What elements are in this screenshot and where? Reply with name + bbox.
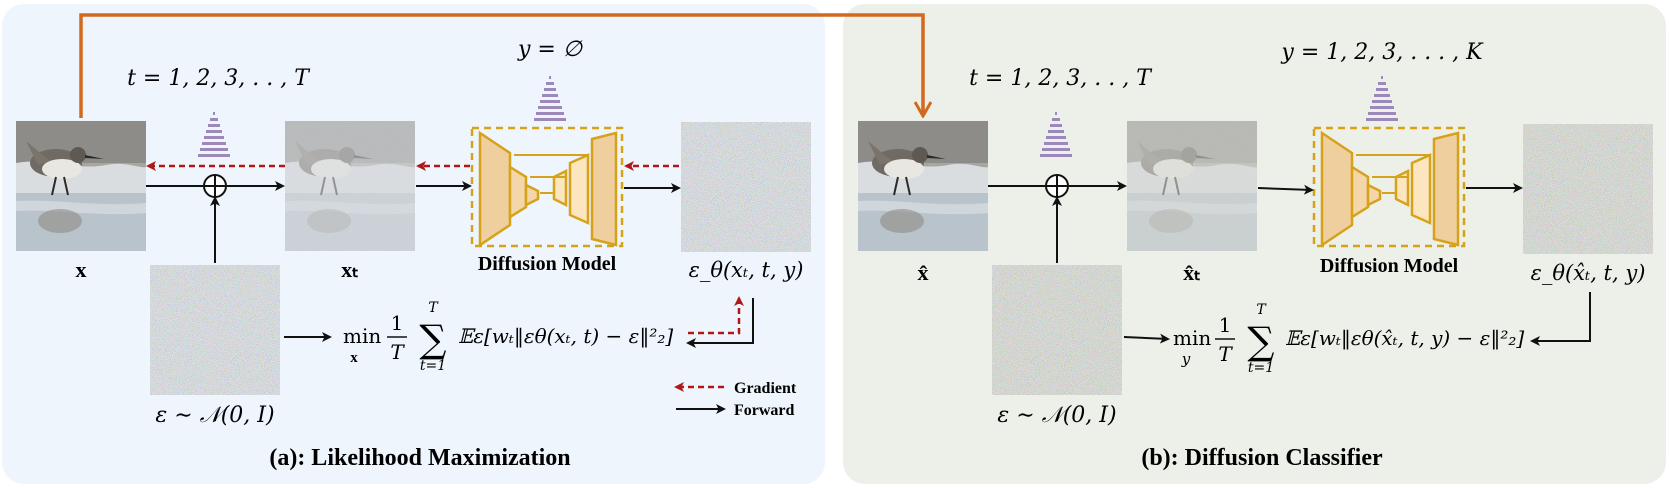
panel-b-objective-frac-num: 1 <box>1219 313 1232 337</box>
panel-b-noise-image <box>992 265 1122 395</box>
panel-b-noisy-image <box>1126 120 1258 252</box>
panel-a-objective-frac-num: 1 <box>391 311 404 335</box>
panel-b-objective-sum-top: T <box>1256 302 1267 318</box>
panel-a-noise-image <box>150 265 280 395</box>
panel-a-objective-sum-bottom: t=1 <box>420 358 446 374</box>
panel-b-predicted-noise-image <box>1523 124 1653 254</box>
panel-b-predicted-noise-label: ε_θ(x̂ₜ, t, y) <box>1531 261 1646 285</box>
panel-b-objective: min y 1 T T ∑ t=1 𝔼ε[wₜ‖εθ(x̂ₜ, t, y) − … <box>1173 302 1524 376</box>
panel-b-forward-arrow <box>1257 184 1314 195</box>
panel-b-input-image <box>857 120 989 252</box>
panel-b-objective-min-sub: y <box>1181 350 1191 368</box>
panel-b-title: (b): Diffusion Classifier <box>1141 445 1383 471</box>
panel-a-input-image <box>15 120 147 252</box>
panel-b-add-operator <box>1045 174 1069 198</box>
panel-a-condition-stack-icon <box>534 76 566 121</box>
panel-a-objective-body: 𝔼ε[wₜ‖εθ(xₜ, t) − ε‖²₂] <box>458 324 673 349</box>
panel-a-title: (a): Likelihood Maximization <box>269 445 570 471</box>
panel-b-model-label: Diffusion Model <box>1320 255 1459 277</box>
panel-a-gradient-to-output-arrow <box>688 296 744 335</box>
top-connector-arrow <box>79 13 923 118</box>
panel-a-timestep-stack-icon <box>198 112 230 157</box>
panel-a-objective-frac-den: T <box>390 340 405 364</box>
panel-a-objective-sum: ∑ <box>419 317 446 361</box>
panel-b-timestep-label: t = 1, 2, 3, . . , T <box>969 66 1153 91</box>
panel-b-objective-min: min <box>1173 326 1211 350</box>
panel-a-timestep-label: t = 1, 2, 3, . . , T <box>127 66 311 91</box>
panel-b-objective-sum: ∑ <box>1247 319 1274 363</box>
panel-b-noise-to-objective-arrow <box>1123 333 1170 344</box>
panel-a-model-box <box>470 126 624 248</box>
panel-a-input-label: x <box>76 257 87 282</box>
panel-a-legend: Gradient Forward <box>674 380 797 419</box>
panel-b-input-label: x̂ <box>918 260 929 285</box>
panel-a-add-operator <box>203 174 227 198</box>
panel-b-condition-stack-icon <box>1366 76 1398 121</box>
panel-b-model-box <box>1312 126 1466 248</box>
panel-a-objective-min: min <box>343 324 381 348</box>
panel-a-predicted-noise-image <box>681 122 811 252</box>
panel-a-predicted-noise-label: ε_θ(xₜ, t, y) <box>689 258 804 282</box>
panel-a-objective: min x 1 T T ∑ t=1 𝔼ε[wₜ‖εθ(xₜ, t) − ε‖²₂… <box>343 300 673 374</box>
legend-gradient-label: Gradient <box>734 380 797 397</box>
panel-a-noisy-label: xₜ <box>341 257 359 282</box>
panel-a-model-label: Diffusion Model <box>478 253 617 275</box>
panel-b-timestep-stack-icon <box>1040 112 1072 157</box>
panel-b-noisy-label: x̂ₜ <box>1183 260 1201 285</box>
panel-b-output-to-objective-arrow <box>1530 292 1591 346</box>
panel-a-condition-label: y = ∅ <box>517 37 583 62</box>
panel-b-objective-body: 𝔼ε[wₜ‖εθ(x̂ₜ, t, y) − ε‖²₂] <box>1285 326 1524 351</box>
panel-b-objective-frac-den: T <box>1218 342 1233 366</box>
panel-b-condition-label: y = 1, 2, 3, . . . , K <box>1280 40 1484 65</box>
panel-a-noise-label: ε ∼ 𝒩(0, I) <box>155 403 274 428</box>
panel-b-objective-sum-bottom: t=1 <box>1248 360 1274 376</box>
panel-a-objective-min-sub: x <box>350 350 358 366</box>
legend-forward-label: Forward <box>734 402 795 419</box>
panel-a-objective-sum-top: T <box>428 300 439 316</box>
panel-a-output-to-objective-arrow <box>686 298 754 348</box>
panel-b-noise-label: ε ∼ 𝒩(0, I) <box>997 403 1116 428</box>
panel-a-noisy-image <box>284 120 416 252</box>
